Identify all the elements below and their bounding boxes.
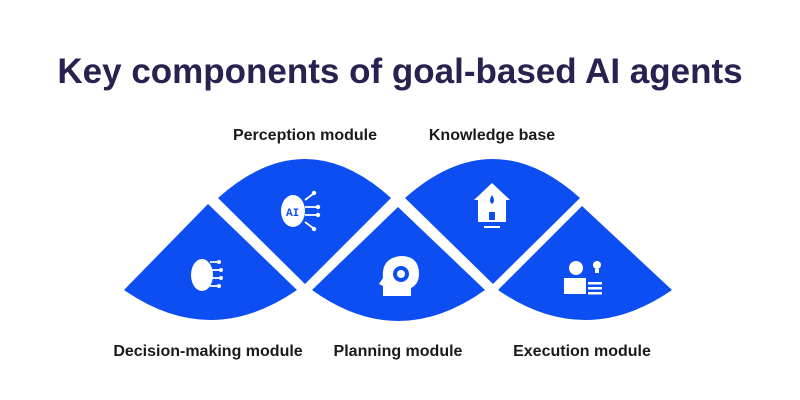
label-planning: Planning module	[333, 343, 463, 360]
segment-execution	[498, 206, 672, 320]
segment-perception	[218, 159, 391, 284]
label-execution: Execution module	[513, 343, 651, 360]
person-reading-idea-icon	[564, 261, 602, 295]
label-knowledge: Knowledge base	[428, 127, 556, 144]
label-perception: Perception module	[232, 127, 378, 144]
svg-text:AI: AI	[286, 208, 299, 220]
brain-circuit-icon	[191, 259, 223, 291]
ai-brain-icon: AI	[281, 190, 321, 232]
page-title: Key components of goal-based AI agents	[57, 52, 743, 91]
head-gear-icon	[379, 256, 419, 296]
house-monitor-icon	[474, 183, 510, 228]
label-decision: Decision-making module	[113, 343, 303, 360]
